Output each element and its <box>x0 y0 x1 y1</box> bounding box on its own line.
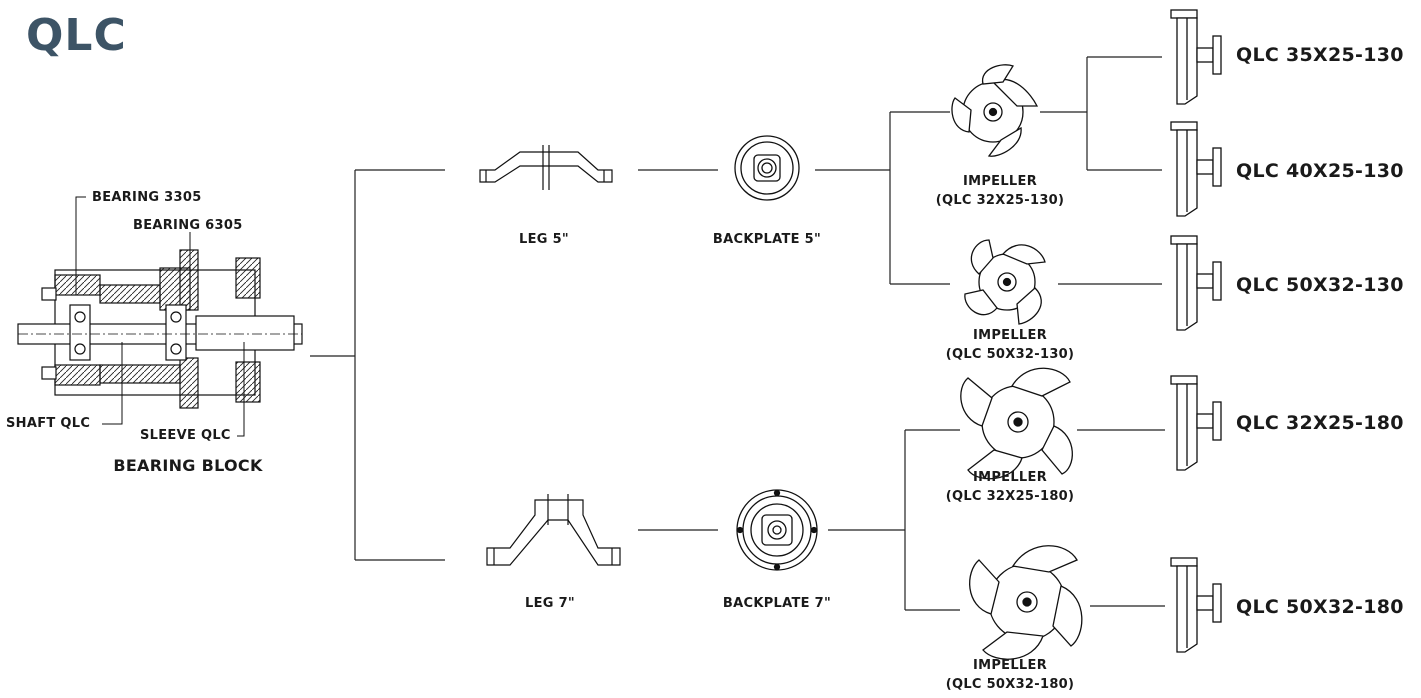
pump-icon-4 <box>1170 375 1222 471</box>
model-qlc-50x32-180: QLC 50X32-180 <box>1236 596 1404 618</box>
impeller-32x25-130-drawing <box>951 64 1039 157</box>
label-bearing-6305: BEARING 6305 <box>133 218 243 233</box>
impeller-label-line2: (QLC 32X25-130) <box>935 193 1065 208</box>
label-sleeve-qlc: SLEEVE QLC <box>140 428 231 443</box>
pump-icon-1 <box>1170 9 1222 105</box>
label-backplate-7: BACKPLATE 7" <box>722 596 832 611</box>
label-impeller-50x32-130: IMPELLER (QLC 50X32-130) <box>946 326 1075 364</box>
pump-icon-5 <box>1170 557 1222 653</box>
impeller-label-line2: (QLC 50X32-130) <box>945 347 1075 362</box>
label-backplate-5: BACKPLATE 5" <box>712 232 822 247</box>
impeller-50x32-130-drawing <box>964 239 1046 325</box>
pump-icon-2 <box>1170 121 1222 217</box>
label-shaft-qlc: SHAFT QLC <box>6 416 91 431</box>
pump-icon-3 <box>1170 235 1222 331</box>
leg-5-drawing <box>479 145 613 190</box>
connector-lines <box>310 56 1165 611</box>
model-qlc-32x25-180: QLC 32X25-180 <box>1236 412 1404 434</box>
impeller-label-line2: (QLC 50X32-180) <box>945 677 1075 692</box>
impeller-32x25-180-drawing <box>960 367 1073 480</box>
label-bearing-3305: BEARING 3305 <box>92 190 202 205</box>
model-qlc-50x32-130: QLC 50X32-130 <box>1236 274 1404 296</box>
model-qlc-35x25-130: QLC 35X25-130 <box>1236 44 1404 66</box>
label-bearing-block: BEARING BLOCK <box>113 456 263 475</box>
impeller-label-line1: IMPELLER <box>962 174 1038 189</box>
backplate-7-drawing <box>736 489 818 571</box>
label-leg-5: LEG 5" <box>519 232 569 247</box>
label-impeller-32x25-180: IMPELLER (QLC 32X25-180) <box>946 468 1075 506</box>
impeller-50x32-180-drawing <box>969 545 1083 660</box>
bearing-block-drawing <box>17 249 303 409</box>
impeller-label-line2: (QLC 32X25-180) <box>945 489 1075 504</box>
impeller-label-line1: IMPELLER <box>972 328 1048 343</box>
bearing-block-leaders <box>75 196 245 437</box>
impeller-label-line1: IMPELLER <box>972 658 1048 673</box>
label-impeller-50x32-180: IMPELLER (QLC 50X32-180) <box>946 656 1075 694</box>
label-leg-7: LEG 7" <box>525 596 575 611</box>
backplate-5-drawing <box>734 135 800 201</box>
leg-7-drawing <box>486 494 621 566</box>
label-impeller-32x25-130: IMPELLER (QLC 32X25-130) <box>936 172 1065 210</box>
page-title: QLC <box>26 10 127 61</box>
model-qlc-40x25-130: QLC 40X25-130 <box>1236 160 1404 182</box>
impeller-label-line1: IMPELLER <box>972 470 1048 485</box>
